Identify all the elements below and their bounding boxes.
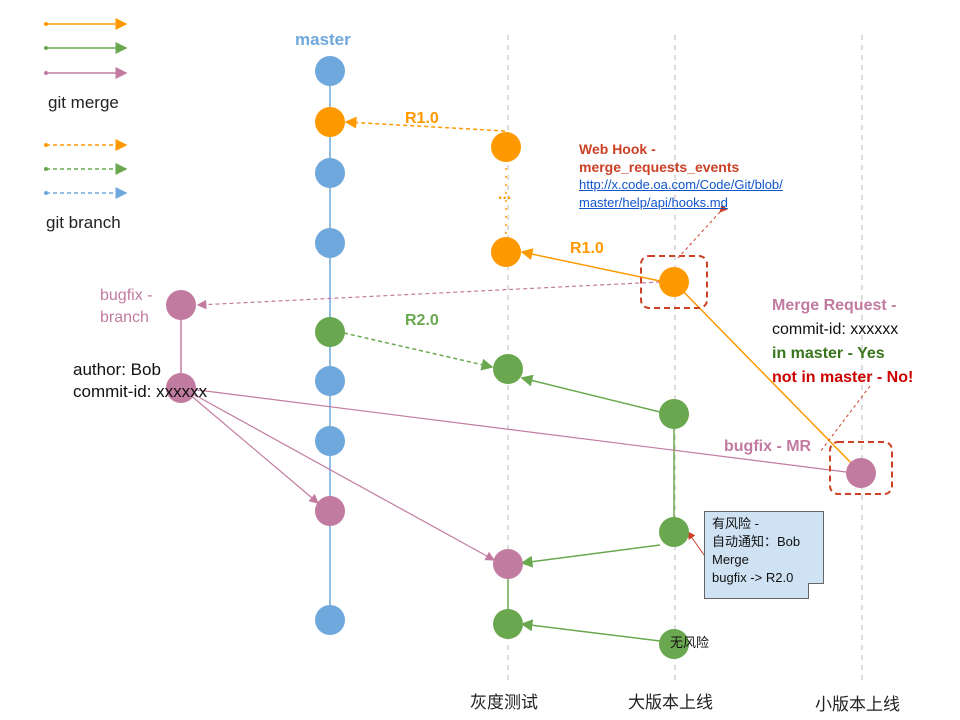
major-commit-norisk [659, 629, 689, 659]
master-commit-r20 [315, 317, 345, 347]
r20-merge-arrow [520, 374, 661, 413]
master-commit-bugfix [315, 496, 345, 526]
green-to-gray-arrow [520, 544, 661, 568]
tag-r10-mid: R1.0 [570, 240, 604, 257]
gray-commit-bottom [493, 609, 523, 639]
mr-commit: commit-id: xxxxxx [772, 321, 899, 338]
master-commit-6 [315, 366, 345, 396]
orange-to-mr [675, 283, 859, 471]
mr-title: Merge Request - [772, 297, 897, 314]
bugfix-to-gray-arrow [181, 387, 496, 561]
tag-bugfix-branch: bugfix - branch [100, 285, 152, 329]
webhook-title-2: merge_requests_events [579, 159, 740, 175]
tag-bugfix-branch-line2: branch [100, 309, 149, 326]
gray-commit-r20 [493, 354, 523, 384]
webhook-info: Web Hook - merge_requests_events http://… [579, 140, 783, 212]
tag-bugfix-mr: bugfix - MR [724, 438, 812, 455]
major-commit-risk [659, 517, 689, 547]
lane-title-master: master [295, 30, 351, 49]
author-info: author: Bob commit-id: xxxxxx [73, 359, 207, 403]
tag-bugfix-branch-line1: bugfix - [100, 287, 153, 304]
author-line: author: Bob [73, 360, 161, 379]
webhook-link-1[interactable]: http://x.code.oa.com/Code/Git/blob/ [579, 177, 783, 192]
lane-label-minor: 小版本上线 [815, 695, 900, 714]
bugfix-branch-commit-1 [166, 290, 196, 320]
mr-yes: in master - Yes [772, 345, 885, 362]
note-line-3: Merge [712, 552, 749, 567]
legend-branch-label: git branch [46, 213, 121, 232]
bugfix-branch-arrow [196, 281, 661, 310]
gray-commit-r10-b [491, 237, 521, 267]
mr-pointer [819, 385, 871, 453]
master-commit-r10 [315, 107, 345, 137]
legend-merge-label: git merge [48, 93, 119, 112]
master-commit-7 [315, 426, 345, 456]
gray-commit-r10-a [491, 132, 521, 162]
r20-branch-arrow [343, 332, 494, 371]
major-commit-r10 [659, 267, 689, 297]
note-line-1: 有风险 - [712, 516, 759, 531]
mr-highlight-box [829, 441, 893, 495]
tag-no-risk: 无风险 [670, 635, 710, 650]
r10-branch-arrow [344, 116, 506, 132]
green-bottom-arrow [520, 619, 661, 642]
tag-r10-top: R1.0 [405, 110, 439, 127]
bugfix-to-mr [181, 387, 847, 473]
note-line-2: 自动通知：Bob [712, 534, 801, 549]
webhook-highlight-box [640, 255, 708, 309]
note-line-4: bugfix -> R2.0 [712, 570, 794, 585]
webhook-link-2[interactable]: master/help/api/hooks.md [579, 195, 728, 210]
r10-merge-arrow [520, 248, 661, 282]
webhook-title-1: Web Hook - [579, 141, 656, 157]
master-commit-9 [315, 605, 345, 635]
master-commit-4 [315, 228, 345, 258]
tag-r20: R2.0 [405, 312, 439, 329]
note-pointer [687, 531, 705, 556]
lane-label-major: 大版本上线 [628, 693, 713, 712]
mr-no: not in master - No! [772, 369, 914, 386]
bugfix-branch-commit-2 [166, 373, 196, 403]
lane-label-gray: 灰度测试 [470, 693, 538, 712]
author-commit-line: commit-id: xxxxxx [73, 382, 208, 401]
gray-commit-bugfix [493, 549, 523, 579]
minor-commit-mr [846, 458, 876, 488]
master-commit-3 [315, 158, 345, 188]
webhook-pointer [677, 204, 728, 259]
tag-dots: ... [498, 186, 512, 203]
note-fold-corner [808, 583, 824, 599]
master-commit-1 [315, 56, 345, 86]
bugfix-to-master-arrow [181, 387, 319, 504]
major-commit-r20 [659, 399, 689, 429]
merge-request-info: Merge Request - commit-id: xxxxxx in mas… [772, 294, 913, 390]
risk-note: 有风险 - 自动通知：Bob Merge bugfix -> R2.0 [704, 511, 824, 599]
